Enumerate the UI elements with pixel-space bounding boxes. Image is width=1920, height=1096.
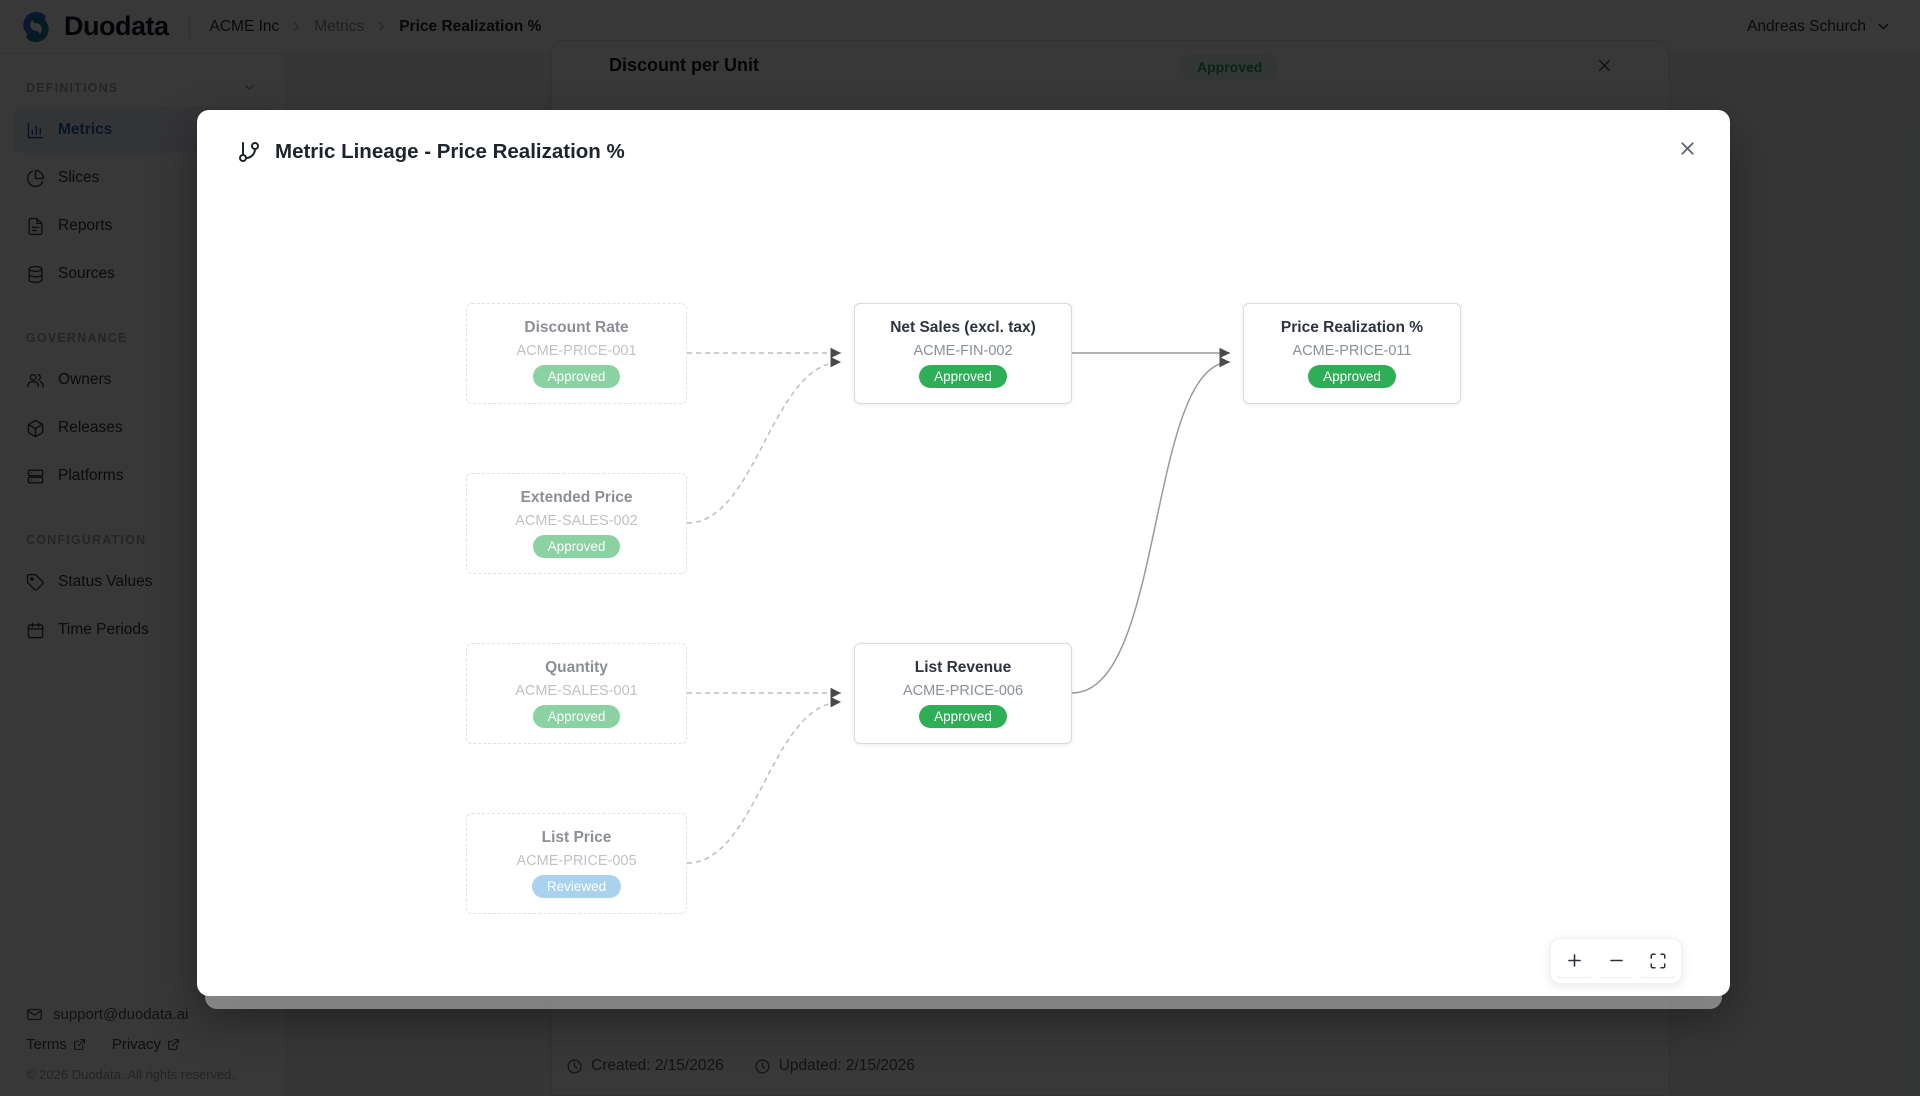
lineage-edges (686, 347, 1231, 864)
status-badge: Approved (532, 535, 621, 558)
minus-icon (1607, 951, 1626, 970)
lineage-node-extended-price[interactable]: Extended Price ACME-SALES-002 Approved (466, 473, 687, 574)
zoom-controls (1550, 938, 1682, 984)
lineage-modal: Metric Lineage - Price Realization % Dis… (197, 110, 1730, 1009)
lineage-node-discount-rate[interactable]: Discount Rate ACME-PRICE-001 Approved (466, 303, 687, 404)
maximize-icon (1649, 952, 1667, 970)
fit-view-button[interactable] (1640, 944, 1676, 978)
status-badge: Approved (919, 705, 1007, 728)
zoom-out-button[interactable] (1598, 944, 1634, 978)
modal-close-button[interactable] (1673, 134, 1702, 163)
close-icon (1677, 138, 1698, 159)
lineage-node-net-sales[interactable]: Net Sales (excl. tax) ACME-FIN-002 Appro… (854, 303, 1072, 404)
lineage-canvas[interactable]: Discount Rate ACME-PRICE-001 Approved Ex… (197, 110, 1730, 996)
modal-title: Metric Lineage - Price Realization % (275, 140, 625, 163)
edge-list-revenue-to-price-realization (1071, 356, 1231, 694)
status-badge: Approved (919, 365, 1007, 388)
edge-extended-price-to-net-sales (686, 356, 842, 524)
status-badge: Approved (532, 365, 621, 388)
lineage-node-list-revenue[interactable]: List Revenue ACME-PRICE-006 Approved (854, 643, 1072, 744)
edge-list-price-to-list-revenue (686, 696, 842, 864)
status-badge: Approved (532, 705, 621, 728)
git-branch-icon (237, 140, 261, 164)
status-badge: Reviewed (531, 875, 622, 898)
lineage-node-price-realization[interactable]: Price Realization % ACME-PRICE-011 Appro… (1243, 303, 1461, 404)
lineage-node-quantity[interactable]: Quantity ACME-SALES-001 Approved (466, 643, 687, 744)
plus-icon (1565, 951, 1584, 970)
status-badge: Approved (1308, 365, 1396, 388)
lineage-node-list-price[interactable]: List Price ACME-PRICE-005 Reviewed (466, 813, 687, 914)
zoom-in-button[interactable] (1556, 944, 1592, 978)
